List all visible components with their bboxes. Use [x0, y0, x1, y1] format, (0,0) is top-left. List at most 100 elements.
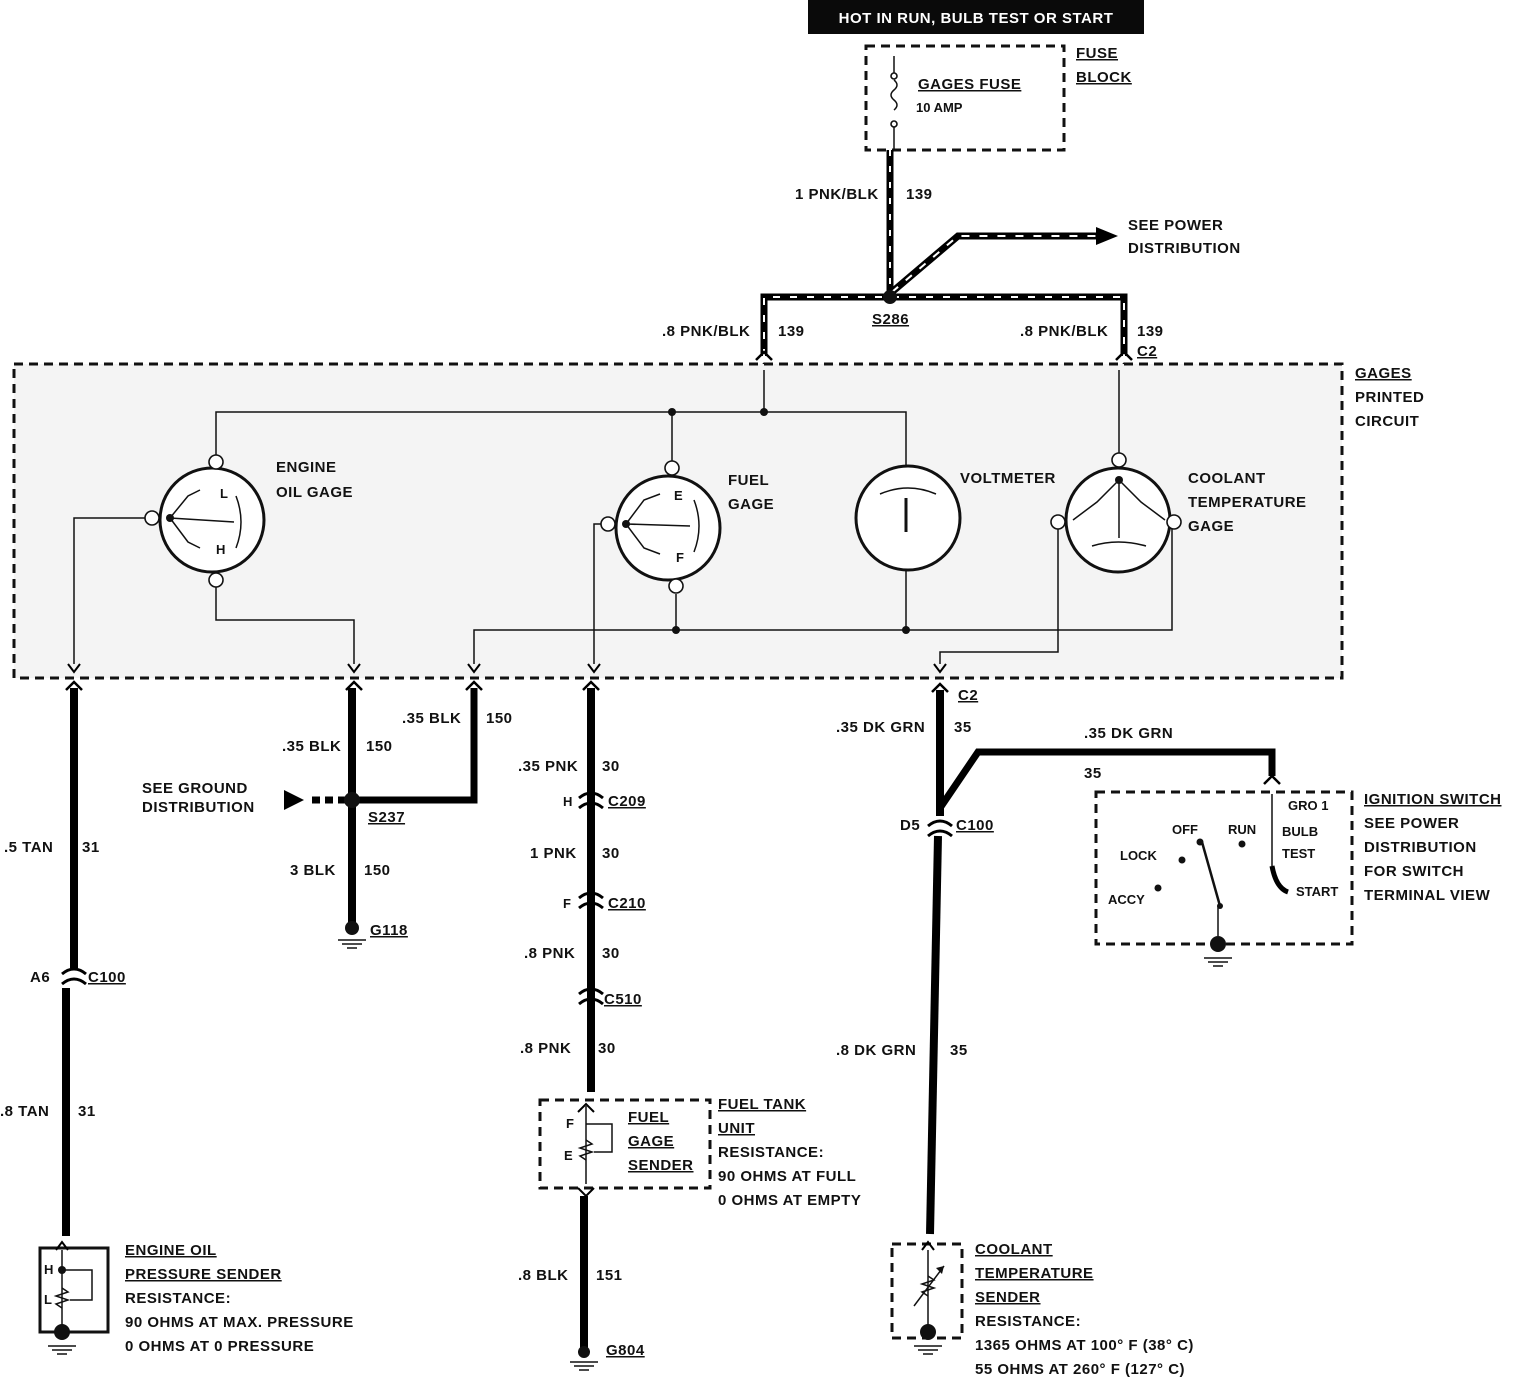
coolant-gauge-label-1: COOLANT	[1188, 470, 1266, 487]
engine-oil-gauge: L H ENGINE OIL GAGE	[144, 454, 353, 588]
c100-left-label: C100	[88, 969, 126, 986]
oil-pressure-circuit: .5 TAN 31 A6 C100 .8 TAN 31	[0, 680, 126, 1236]
ign-gro: GRO 1	[1288, 798, 1328, 813]
fuel-sender-e: E	[564, 1148, 573, 1163]
fuel-sender-info-4: 90 OHMS AT FULL	[718, 1168, 856, 1185]
power-ref-line1: SEE POWER	[1128, 217, 1223, 234]
blk-a-gauge: .35 BLK	[282, 738, 341, 755]
grn-1-gauge: .35 DK GRN	[836, 719, 925, 736]
oil-gauge-h: H	[216, 542, 225, 557]
pnk-1-circuit: 30	[602, 758, 620, 775]
feed-wire-circuit: 139	[906, 186, 933, 203]
ground-icon	[914, 1345, 942, 1355]
tan-lower-circuit: 31	[78, 1103, 96, 1120]
fuel-ground-circuit: .8 BLK 151 G804	[518, 1196, 645, 1371]
pnk-2-circuit: 30	[602, 845, 620, 862]
coolant-sender-info-6: 55 OHMS AT 260° F (127° C)	[975, 1361, 1185, 1378]
blk-fuel-gauge: .8 BLK	[518, 1267, 569, 1284]
right-bus-gauge: .8 PNK/BLK	[1020, 323, 1108, 340]
oil-sender-info-5: 0 OHMS AT 0 PRESSURE	[125, 1338, 314, 1355]
ground-icon	[48, 1345, 76, 1355]
fuel-gauge-f: F	[676, 550, 684, 565]
blk-a-circuit: 150	[366, 738, 393, 755]
pnk-4-circuit: 30	[598, 1040, 616, 1057]
blk-b-circuit: 150	[486, 710, 513, 727]
header-banner: HOT IN RUN, BULB TEST OR START	[808, 0, 1144, 34]
grn-2-gauge: .35 DK GRN	[1084, 725, 1173, 742]
g118-label: G118	[370, 922, 408, 939]
pnk-3-circuit: 30	[602, 945, 620, 962]
fuse-block-label-1: FUSE	[1076, 45, 1118, 62]
arrow-right-icon	[1096, 227, 1118, 245]
blk-c-gauge: 3 BLK	[290, 862, 336, 879]
s286-splice	[883, 290, 897, 304]
ignition-switch: GRO 1 BULB TEST START OFF RUN LOCK ACCY …	[1094, 790, 1501, 967]
tan-lower-gauge: .8 TAN	[0, 1103, 49, 1120]
grn-3-circuit: 35	[950, 1042, 968, 1059]
fuel-circuit: .35 PNK 30 H C209 1 PNK 30 F C210 .8 PNK…	[518, 680, 646, 1092]
ign-accy: ACCY	[1108, 892, 1145, 907]
fuel-sender-info-1: FUEL TANK	[718, 1096, 806, 1113]
coolant-temperature-sender: COOLANT TEMPERATURE SENDER RESISTANCE: 1…	[890, 1240, 1194, 1378]
ground-icon	[338, 939, 366, 949]
ground-ref-line1: SEE GROUND	[142, 780, 248, 797]
fuel-gauge-label-1: FUEL	[728, 472, 769, 489]
ign-off: OFF	[1172, 822, 1198, 837]
oil-sender-info-1: ENGINE OIL	[125, 1242, 217, 1259]
oil-pressure-sender: H L ENGINE OIL PRESSURE SENDER RESISTANC…	[38, 1240, 353, 1355]
grn-1-circuit: 35	[954, 719, 972, 736]
left-bus-gauge: .8 PNK/BLK	[662, 323, 750, 340]
tan-upper-gauge: .5 TAN	[4, 839, 53, 856]
coolant-circuit: C2 .35 DK GRN 35 .35 DK GRN 35 D5 C100 .…	[836, 682, 1281, 1235]
power-ref-line2: DISTRIBUTION	[1128, 240, 1241, 257]
ground-circuit: .35 BLK 150 .35 BLK 150 SEE GROUND DISTR…	[142, 680, 513, 949]
oil-sender-h: H	[44, 1262, 53, 1277]
feed-wire: 1 PNK/BLK 139	[795, 150, 933, 296]
right-bus-circuit: 139	[1137, 323, 1164, 340]
c209-label: C209	[608, 793, 646, 810]
c2-top-label: C2	[1137, 343, 1157, 360]
c100-right-label: C100	[956, 817, 994, 834]
blk-fuel-circuit: 151	[596, 1267, 623, 1284]
fuel-gage-sender: F E FUEL GAGE SENDER FUEL TANK UNIT RESI…	[538, 1096, 861, 1209]
fuse-block-label-2: BLOCK	[1076, 69, 1132, 86]
oil-gauge-label-1: ENGINE	[276, 459, 337, 476]
g804-label: G804	[606, 1342, 645, 1359]
pnk-3-gauge: .8 PNK	[524, 945, 575, 962]
arrow-left-icon	[284, 790, 304, 810]
s286-label: S286	[872, 311, 909, 328]
c2-bottom-label: C2	[958, 687, 978, 704]
coolant-sender-info-1: COOLANT	[975, 1241, 1053, 1258]
ground-ref-line2: DISTRIBUTION	[142, 799, 255, 816]
oil-gauge-label-2: OIL GAGE	[276, 484, 353, 501]
ignition-note-2: DISTRIBUTION	[1364, 839, 1477, 856]
printed-circuit-label-1: GAGES	[1355, 365, 1412, 382]
coolant-sender-info-5: 1365 OHMS AT 100° F (38° C)	[975, 1337, 1194, 1354]
ign-lock: LOCK	[1120, 848, 1157, 863]
blk-c-circuit: 150	[364, 862, 391, 879]
c210-label: C210	[608, 895, 646, 912]
fuse-name: GAGES FUSE	[918, 76, 1021, 93]
oil-sender-info-3: RESISTANCE:	[125, 1290, 231, 1307]
tan-upper-circuit: 31	[82, 839, 100, 856]
fuel-sender-name-2: GAGE	[628, 1133, 674, 1150]
fuel-sender-info-3: RESISTANCE:	[718, 1144, 824, 1161]
voltmeter-label: VOLTMETER	[960, 470, 1056, 487]
fuel-sender-info-5: 0 OHMS AT EMPTY	[718, 1192, 861, 1209]
left-bus-circuit: 139	[778, 323, 805, 340]
ign-start: START	[1296, 884, 1338, 899]
coolant-gauge-label-3: GAGE	[1188, 518, 1234, 535]
feed-wire-gauge: 1 PNK/BLK	[795, 186, 879, 203]
coolant-sender-info-4: RESISTANCE:	[975, 1313, 1081, 1330]
fuse-icon	[890, 79, 898, 111]
fuel-gauge: E F FUEL GAGE	[600, 460, 774, 594]
ignition-note-3: FOR SWITCH	[1364, 863, 1464, 880]
ground-icon	[1204, 957, 1232, 967]
c210-pin: F	[563, 896, 571, 911]
fuel-sender-f: F	[566, 1116, 574, 1131]
c209-pin: H	[563, 794, 572, 809]
grn-3-gauge: .8 DK GRN	[836, 1042, 916, 1059]
c510-label: C510	[604, 991, 642, 1008]
fuse-rating: 10 AMP	[916, 100, 963, 115]
